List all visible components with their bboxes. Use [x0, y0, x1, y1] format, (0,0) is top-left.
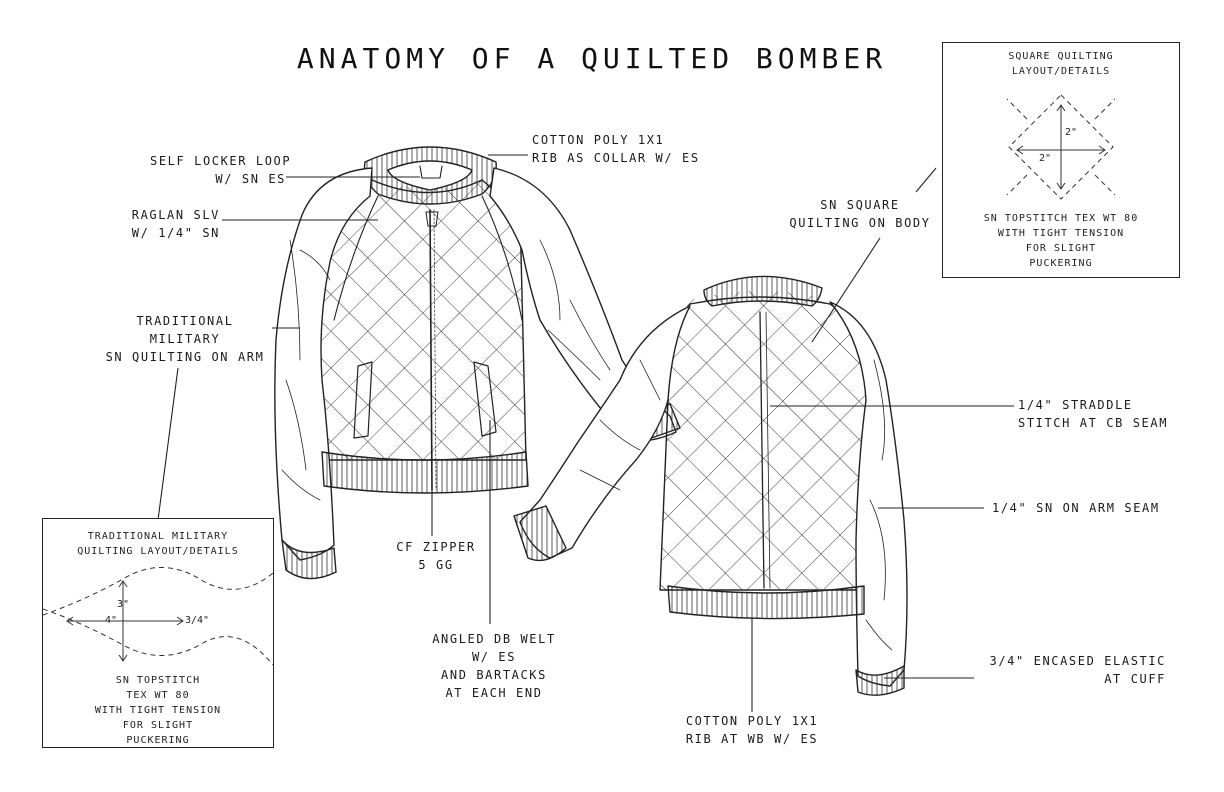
callout-text: W/ SN ES	[215, 172, 286, 186]
callout-text: RIB AS COLLAR W/ ES	[532, 151, 700, 165]
callout-arm-seam: 1/4" SN ON ARM SEAM	[992, 499, 1160, 517]
callout-text: STITCH AT CB SEAM	[1018, 416, 1169, 430]
square-quilting-detail-box: SQUARE QUILTING LAYOUT/DETAILS 2" 2" SN …	[942, 42, 1180, 278]
box-note-line: TEX WT 80	[126, 690, 190, 701]
callout-text: RAGLAN SLV	[131, 208, 220, 222]
callout-welt: ANGLED DB WELT W/ ES AND BARTACKS AT EAC…	[420, 630, 568, 702]
callout-waistband: COTTON POLY 1X1 RIB AT WB W/ ES	[672, 712, 832, 748]
back-right-cuff	[855, 665, 905, 696]
box-note-line: WITH TIGHT TENSION	[997, 228, 1125, 239]
callout-text: 3/4" ENCASED ELASTIC	[989, 654, 1166, 668]
military-quilting-diagram	[43, 567, 273, 666]
box-note-line: PUCKERING	[1029, 258, 1093, 269]
page-title: ANATOMY OF A QUILTED BOMBER	[296, 42, 888, 75]
callout-collar: COTTON POLY 1X1 RIB AS COLLAR W/ ES	[532, 131, 700, 167]
callout-locker-loop: SELF LOCKER LOOP W/ SN ES	[150, 152, 292, 188]
front-left-cuff	[281, 539, 337, 580]
leader-lines	[157, 154, 1014, 712]
callout-text: COTTON POLY 1X1	[532, 133, 665, 147]
callout-raglan: RAGLAN SLV W/ 1/4" SN	[100, 206, 220, 242]
callout-text: AT EACH END	[445, 686, 543, 700]
callout-text: TRADITIONAL	[136, 314, 234, 328]
square-dim-horizontal: 2"	[1039, 153, 1052, 164]
front-left-welt	[353, 361, 373, 439]
callout-military-arm: TRADITIONAL MILITARY SN QUILTING ON ARM	[96, 312, 274, 366]
box-note-line: FOR SLIGHT	[122, 720, 194, 731]
back-cb-seam	[759, 311, 765, 589]
square-quilting-diagram	[1006, 94, 1116, 200]
back-left-cuff	[513, 505, 567, 562]
military-box-note: SN TOPSTITCH TEX WT 80 WITH TIGHT TENSIO…	[43, 673, 273, 748]
callout-text: CF ZIPPER	[396, 540, 476, 554]
box-note-line: SN TOPSTITCH TEX WT 80	[983, 213, 1139, 224]
callout-text: SN SQUARE	[820, 198, 900, 212]
military-dim-horizontal: 4"	[105, 615, 118, 626]
callout-text: SELF LOCKER LOOP	[150, 154, 292, 168]
box-note-line: FOR SLIGHT	[1025, 243, 1097, 254]
square-dim-vertical: 2"	[1065, 127, 1078, 138]
callout-text: W/ ES	[471, 650, 517, 664]
callout-text: W/ 1/4" SN	[131, 226, 220, 240]
callout-text: AND BARTACKS	[441, 668, 547, 682]
callout-cuff: 3/4" ENCASED ELASTIC AT CUFF	[966, 652, 1166, 688]
back-waistband	[667, 585, 865, 620]
leader-military-box	[157, 367, 179, 521]
front-waistband	[321, 451, 529, 494]
box-note-line: PUCKERING	[126, 735, 190, 746]
callout-text: SN QUILTING ON ARM	[105, 350, 265, 364]
military-box-title: TRADITIONAL MILITARY QUILTING LAYOUT/DET…	[43, 529, 273, 559]
front-zipper	[429, 209, 433, 491]
callout-text: COTTON POLY 1X1	[685, 714, 819, 728]
callout-straddle: 1/4" STRADDLE STITCH AT CB SEAM	[1018, 396, 1168, 432]
back-jacket-drawing	[513, 275, 908, 696]
callout-text: 1/4" STRADDLE	[1018, 398, 1133, 412]
box-note-line: WITH TIGHT TENSION	[94, 705, 222, 716]
callout-text: ANGLED DB WELT	[432, 632, 556, 646]
front-jacket-drawing	[274, 146, 681, 580]
box-title-line: SQUARE QUILTING	[1008, 51, 1114, 62]
box-title-line: LAYOUT/DETAILS	[1011, 66, 1111, 77]
box-title-line: QUILTING LAYOUT/DETAILS	[77, 546, 239, 557]
box-title-line: TRADITIONAL MILITARY	[87, 531, 229, 542]
leader-square-body	[811, 237, 881, 343]
box-note-line: SN TOPSTITCH	[115, 675, 201, 686]
callout-zipper: CF ZIPPER 5 GG	[380, 538, 492, 574]
callout-text: MILITARY	[149, 332, 221, 346]
square-box-title: SQUARE QUILTING LAYOUT/DETAILS	[943, 49, 1179, 79]
callout-square-body: SN SQUARE QUILTING ON BODY	[780, 196, 940, 232]
callout-text: AT CUFF	[1104, 672, 1166, 686]
callout-text: 5 GG	[418, 558, 454, 572]
callout-text: QUILTING ON BODY	[789, 216, 931, 230]
callout-text: RIB AT WB W/ ES	[685, 732, 819, 746]
callout-text: 1/4" SN ON ARM SEAM	[992, 501, 1160, 515]
square-box-note: SN TOPSTITCH TEX WT 80 WITH TIGHT TENSIO…	[943, 211, 1179, 271]
front-right-welt	[473, 361, 497, 437]
military-dim-vertical: 3"	[117, 599, 130, 610]
military-dim-side: 3/4"	[185, 615, 210, 626]
leader-square-box	[915, 167, 937, 193]
military-quilting-detail-box: TRADITIONAL MILITARY QUILTING LAYOUT/DET…	[42, 518, 274, 748]
locker-loop	[419, 165, 443, 179]
